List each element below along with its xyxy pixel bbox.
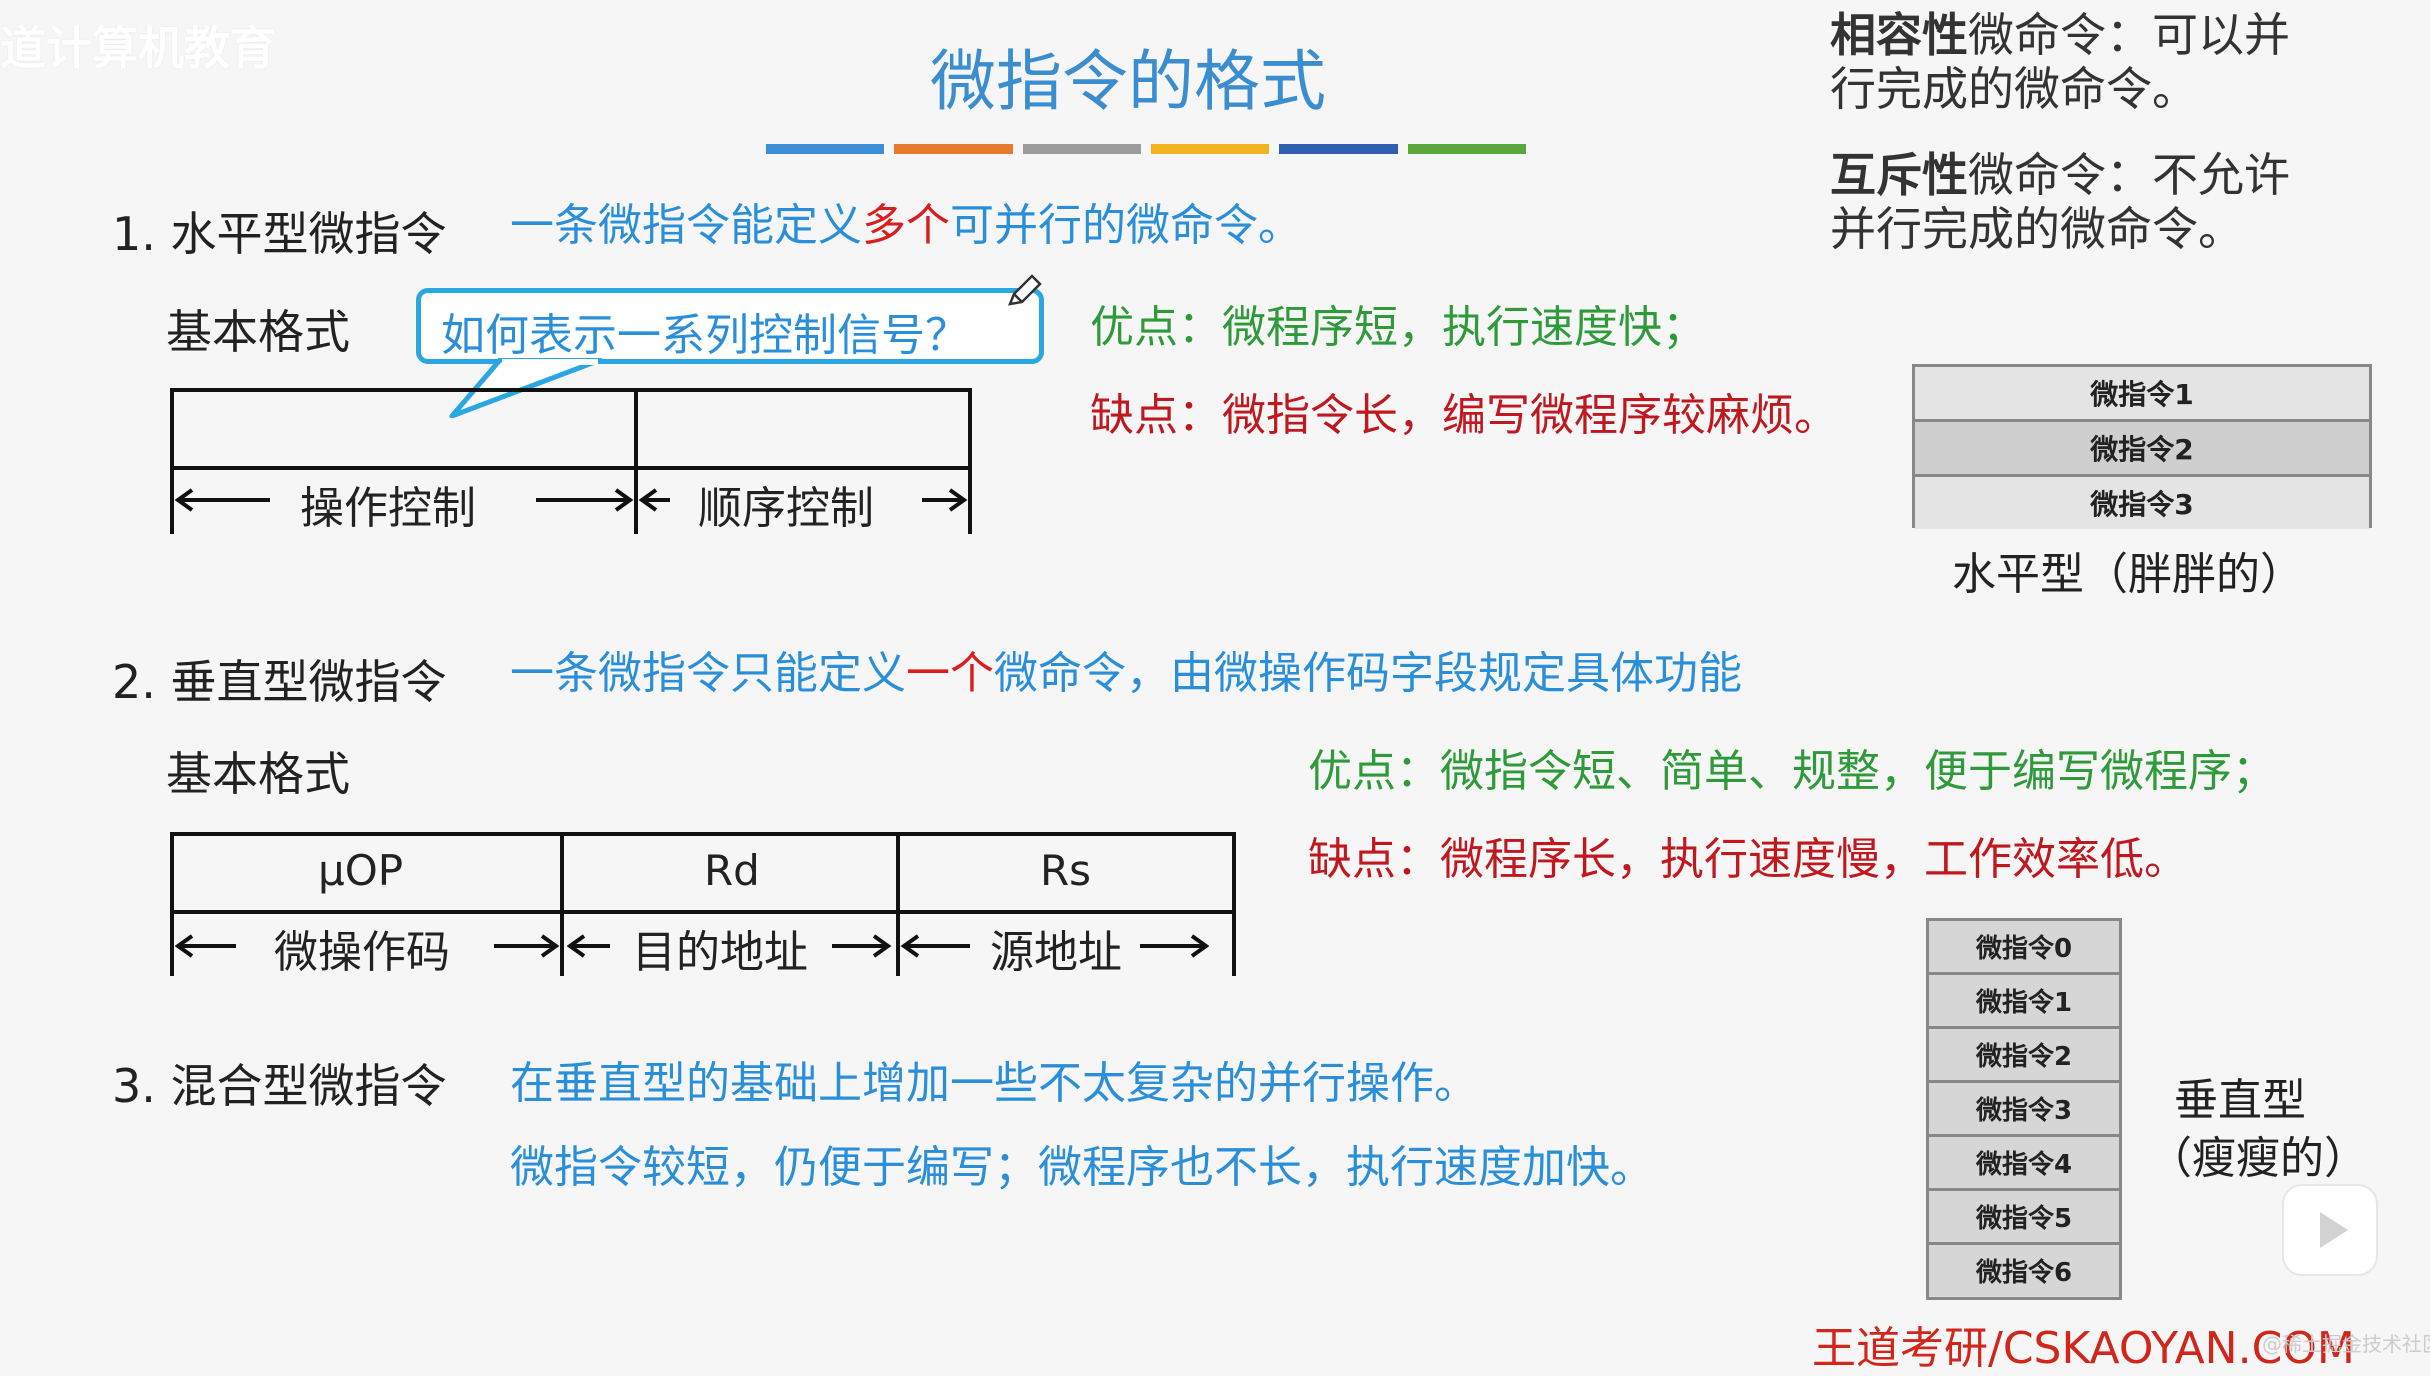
stack-row: 微指令0 (1929, 921, 2119, 975)
color-segment (1150, 144, 1270, 154)
compat-def-2: 行完成的微命令。 (1830, 62, 2198, 117)
stack-row: 微指令3 (1915, 477, 2369, 529)
format-edge-left (170, 910, 174, 976)
vertical-caption-1: 垂直型 (2174, 1075, 2306, 1126)
color-segment (766, 144, 885, 154)
vertical-format-box (170, 832, 1236, 914)
pencil-icon (1008, 274, 1042, 306)
format-divider (634, 388, 638, 534)
title-color-bar (766, 144, 1526, 154)
horizontal-stack: 微指令1 微指令2 微指令3 (1912, 364, 2372, 529)
compat-note: 相容性微命令：可以并 行完成的微命令。 (1830, 8, 2290, 117)
stack-row: 微指令4 (1929, 1137, 2119, 1191)
cell-uop: μOP (318, 846, 404, 895)
vertical-heading: 2. 垂直型微指令 (112, 655, 447, 709)
horizontal-description: 一条微指令能定义多个可并行的微命令。 (510, 200, 1302, 253)
horizontal-format-label: 基本格式 (166, 305, 350, 359)
cell-rs: Rs (1040, 846, 1092, 895)
play-button[interactable] (2282, 1184, 2378, 1276)
watermark-text: 道计算机教育 (0, 21, 276, 75)
horizontal-desc-b: 多个 (862, 200, 950, 251)
mixed-line-2: 微指令较短，仍便于编写；微程序也不长，执行速度加快。 (510, 1142, 1654, 1193)
stack-row: 微指令6 (1929, 1245, 2119, 1296)
cell-rd: Rd (704, 846, 760, 895)
field-src-address: 源地址 (990, 927, 1122, 978)
format-divider (560, 832, 564, 976)
compat-term: 相容性 (1830, 8, 1968, 62)
format-edge-left (170, 468, 174, 534)
stack-row: 微指令3 (1929, 1083, 2119, 1137)
mutex-note: 互斥性微命令：不允许 并行完成的微命令。 (1830, 148, 2290, 257)
field-dest-address: 目的地址 (632, 927, 808, 978)
field-micro-opcode: 微操作码 (274, 927, 450, 978)
color-segment (1279, 144, 1398, 154)
vertical-desc-c: 微命令，由微操作码字段规定具体功能 (994, 648, 1742, 699)
vertical-pro: 优点：微指令短、简单、规整，便于编写微程序； (1308, 746, 2276, 797)
color-segment (894, 144, 1013, 154)
field-operation-control: 操作控制 (300, 483, 476, 534)
slide-title: 微指令的格式 (930, 43, 1326, 120)
mixed-heading: 3. 混合型微指令 (112, 1059, 447, 1113)
field-sequence-control: 顺序控制 (698, 483, 874, 534)
horizontal-heading: 1. 水平型微指令 (112, 207, 447, 261)
stack-row: 微指令2 (1929, 1029, 2119, 1083)
stack-row: 微指令1 (1915, 367, 2369, 422)
mixed-line-1: 在垂直型的基础上增加一些不太复杂的并行操作。 (510, 1058, 1478, 1109)
stack-row: 微指令1 (1929, 975, 2119, 1029)
stack-row: 微指令5 (1929, 1191, 2119, 1245)
horizontal-pro: 优点：微程序短，执行速度快； (1090, 302, 1706, 353)
vertical-format-label: 基本格式 (166, 747, 350, 801)
vertical-desc-a: 一条微指令只能定义 (510, 648, 906, 699)
format-edge-right (968, 468, 972, 534)
vertical-stack: 微指令0 微指令1 微指令2 微指令3 微指令4 微指令5 微指令6 (1926, 918, 2122, 1300)
mutex-def-1: 微命令：不允许 (1968, 148, 2290, 202)
vertical-field-arrows (174, 934, 1210, 958)
compat-def-1: 微命令：可以并 (1968, 8, 2290, 62)
vertical-desc-b: 一个 (906, 648, 994, 699)
horizontal-desc-a: 一条微指令能定义 (510, 200, 862, 251)
vertical-con: 缺点：微程序长，执行速度慢，工作效率低。 (1308, 834, 2188, 885)
horizontal-field-arrows (174, 488, 968, 512)
horizontal-con: 缺点：微指令长，编写微程序较麻烦。 (1090, 390, 1838, 441)
color-segment (1407, 144, 1526, 154)
mutex-term: 互斥性 (1830, 148, 1968, 202)
horizontal-caption: 水平型（胖胖的） (1952, 549, 2304, 600)
color-segment (1022, 144, 1141, 154)
stack-row: 微指令2 (1915, 422, 2369, 477)
horizontal-format-box (170, 388, 972, 470)
footer-watermark: @稀土掘金技术社区 (2262, 1332, 2430, 1356)
question-bubble: 如何表示一系列控制信号？ (416, 288, 1044, 364)
bubble-text: 如何表示一系列控制信号？ (441, 310, 969, 361)
horizontal-desc-c: 可并行的微命令。 (950, 200, 1302, 251)
vertical-description: 一条微指令只能定义一个微命令，由微操作码字段规定具体功能 (510, 648, 1742, 701)
format-edge-right (1232, 910, 1236, 976)
vertical-caption-2: （瘦瘦的） (2148, 1133, 2368, 1184)
mutex-def-2: 并行完成的微命令。 (1830, 202, 2244, 257)
format-divider (896, 832, 900, 976)
